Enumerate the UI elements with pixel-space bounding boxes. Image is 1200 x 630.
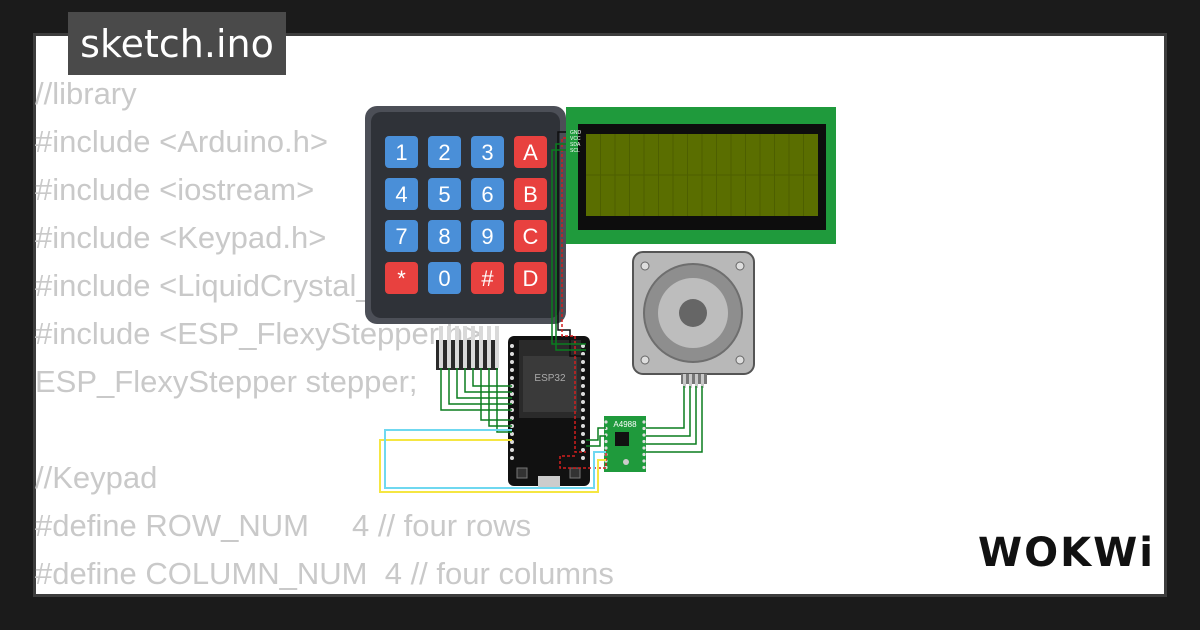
- driver-label: A4988: [613, 420, 637, 429]
- keypad-key-label: #: [481, 266, 494, 291]
- keypad-key-label: 2: [438, 140, 450, 165]
- code-line: #include <Keypad.h>: [35, 220, 327, 255]
- esp32-label: ESP32: [534, 373, 566, 384]
- keypad-key-label: 0: [438, 266, 450, 291]
- keypad-key-label: D: [523, 266, 539, 291]
- keypad-key[interactable]: 5: [428, 178, 461, 210]
- keypad-key-label: C: [523, 224, 539, 249]
- lcd-pin-label: SCL: [570, 148, 580, 154]
- keypad-key-label: 9: [481, 224, 493, 249]
- keypad-key[interactable]: 6: [471, 178, 504, 210]
- code-line: #include <iostream>: [35, 172, 315, 207]
- file-tab-label: sketch.ino: [80, 21, 274, 66]
- lcd-pin-label: GND: [570, 130, 582, 136]
- keypad-key[interactable]: 3: [471, 136, 504, 168]
- keypad-key-label: A: [523, 140, 538, 165]
- code-line: //Keypad: [35, 460, 158, 495]
- code-line: #define COLUMN_NUM 4 // four columns: [35, 556, 614, 591]
- wires: [379, 131, 703, 493]
- keypad-key[interactable]: C: [514, 220, 547, 252]
- keypad-key-label: *: [397, 266, 406, 291]
- keypad-key[interactable]: 0: [428, 262, 461, 294]
- keypad-key[interactable]: 2: [428, 136, 461, 168]
- keypad-key[interactable]: 7: [385, 220, 418, 252]
- a4988-driver[interactable]: A4988: [604, 416, 646, 472]
- stepper-motor[interactable]: [632, 251, 755, 388]
- wokwi-logo-text: WOKWi: [978, 530, 1150, 576]
- lcd-pin-label: VCC: [570, 136, 581, 142]
- keypad-key-label: B: [523, 182, 538, 207]
- keypad[interactable]: 1 2 3 A 4 5 6 B 7 8 9 C * 0 # D: [365, 106, 566, 370]
- keypad-key-label: 3: [481, 140, 493, 165]
- keypad-key[interactable]: A: [514, 136, 547, 168]
- keypad-key-label: 1: [395, 140, 407, 165]
- wokwi-logo[interactable]: WOKWi: [978, 526, 1150, 576]
- keypad-key-label: 7: [395, 224, 407, 249]
- keypad-key[interactable]: 9: [471, 220, 504, 252]
- code-line: //library: [35, 76, 137, 111]
- keypad-key-label: 8: [438, 224, 450, 249]
- keypad-key[interactable]: #: [471, 262, 504, 294]
- esp32-board[interactable]: ESP32: [508, 336, 590, 488]
- keypad-key-label: 5: [438, 182, 450, 207]
- keypad-key[interactable]: 4: [385, 178, 418, 210]
- keypad-key[interactable]: *: [385, 262, 418, 294]
- keypad-key[interactable]: 1: [385, 136, 418, 168]
- keypad-key-label: 6: [481, 182, 493, 207]
- keypad-key[interactable]: D: [514, 262, 547, 294]
- code-line: ESP_FlexyStepper stepper;: [35, 364, 418, 399]
- lcd-pin-label: SDA: [570, 142, 581, 148]
- keypad-key[interactable]: 8: [428, 220, 461, 252]
- keypad-key-label: 4: [395, 182, 407, 207]
- keypad-key[interactable]: B: [514, 178, 547, 210]
- code-line: #define ROW_NUM 4 // four rows: [35, 508, 532, 543]
- file-tab[interactable]: sketch.ino: [68, 12, 286, 75]
- code-line: #include <Arduino.h>: [35, 124, 329, 159]
